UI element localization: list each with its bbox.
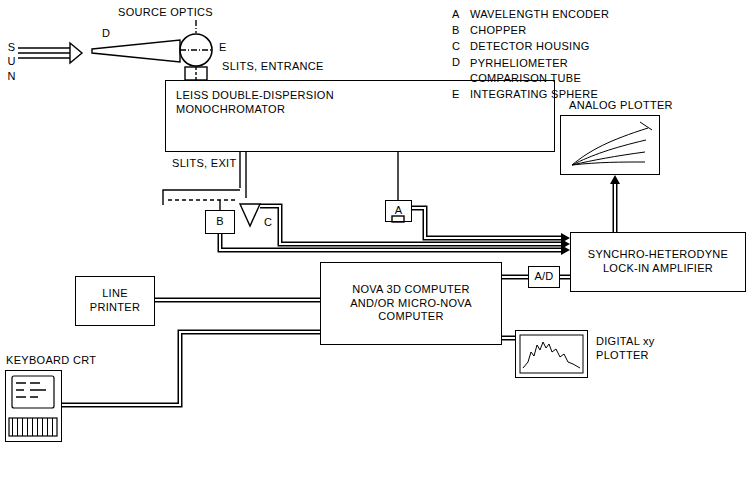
digital-plotter: DIGITAL xy PLOTTER [515,330,588,378]
detector-outline [240,204,260,226]
connector [502,338,515,339]
crt-terminal [9,376,57,436]
connector-outer [560,275,570,280]
key-text: INTEGRATING SPHERE [470,88,598,102]
analog-plotter: ANALOG PLOTTER [560,115,660,175]
printer-box: LINE PRINTER [75,276,155,326]
node-text: B [216,215,224,229]
node-text: SYNCHRO-HETERODYNE LOCK-IN AMPLIFIER [583,248,733,276]
key-letter: E [452,88,460,102]
node-text: LEISS DOUBLE-DISPERSION MONOCHROMATOR [176,89,366,117]
connector-inner [560,276,570,278]
key-letter: C [452,40,460,54]
part-label: SLITS, ENTRANCE [222,60,324,74]
sphere-outline [180,34,212,66]
node-heading: C [264,216,272,230]
node-heading: E [219,41,227,55]
integrating-sphere: E [179,33,213,67]
sphere-mount [180,20,212,80]
exit-slit-and-housing [163,152,246,210]
tube-outline [92,40,180,62]
comparison-tube: D [92,40,180,62]
detector-symbol-outline [240,204,260,226]
connector-outer [613,183,618,232]
connector [412,208,570,243]
node-text: A/D [534,270,553,284]
part-label: SLITS, EXIT [172,157,236,171]
arrowhead [610,175,620,184]
computer-box: NOVA 3D COMPUTER AND/OR MICRO-NOVA COMPU… [320,262,502,345]
key-text: PYRHELIOMETER COMPARISON TUBE [470,56,605,86]
connector-inner [614,183,616,232]
crt-terminal: KEYBOARD CRT [5,370,62,442]
analog-trace [572,122,652,165]
node-heading: D [102,27,110,41]
connector [260,206,570,249]
lock-in-amplifier: SYNCHRO-HETERODYNE LOCK-IN AMPLIFIER [570,232,746,292]
connector-outer [62,332,320,405]
connector-inner [502,337,515,339]
connector-inner [62,332,320,405]
connector-outer [412,208,562,238]
connector [62,332,320,405]
node-text: A [395,204,403,218]
node-text: LINE PRINTER [85,287,145,315]
connector [502,277,528,278]
node-heading: ANALOG PLOTTER [569,99,673,113]
connector-inner [412,208,562,238]
node-heading: DIGITAL xy PLOTTER [596,335,666,363]
connector [560,277,570,278]
node-heading: KEYBOARD CRT [6,354,96,368]
key-letter: B [452,24,460,38]
sun-rays [18,43,82,63]
connector-outer [502,275,528,280]
node-text: NOVA 3D COMPUTER AND/OR MICRO-NOVA COMPU… [347,283,475,324]
connector-outer [502,336,515,341]
key-text: CHOPPER [470,24,527,38]
integrating-sphere-outline [179,33,213,67]
key-text: WAVELENGTH ENCODER [470,8,609,22]
encoder-box: A [385,200,412,222]
digital-plot [520,335,583,373]
key-letter: D [452,56,460,70]
chopper-box: B [205,210,235,234]
converter-box: A/D [528,266,560,288]
detector-symbol: C [240,204,260,226]
connector-outer [155,298,320,303]
connector [610,175,620,232]
comparison-tube-outline [92,40,180,62]
part-label: SUN [6,40,17,83]
connector-inner [502,276,528,278]
connector-inner [155,299,320,301]
part-label: SOURCE OPTICS [118,6,213,20]
connector [155,300,320,301]
key-letter: A [452,8,460,22]
encoder-stem [392,152,404,222]
key-text: DETECTOR HOUSING [470,40,590,54]
connector-outer [260,206,562,244]
connector-inner [260,206,562,244]
arrowhead [561,239,570,249]
